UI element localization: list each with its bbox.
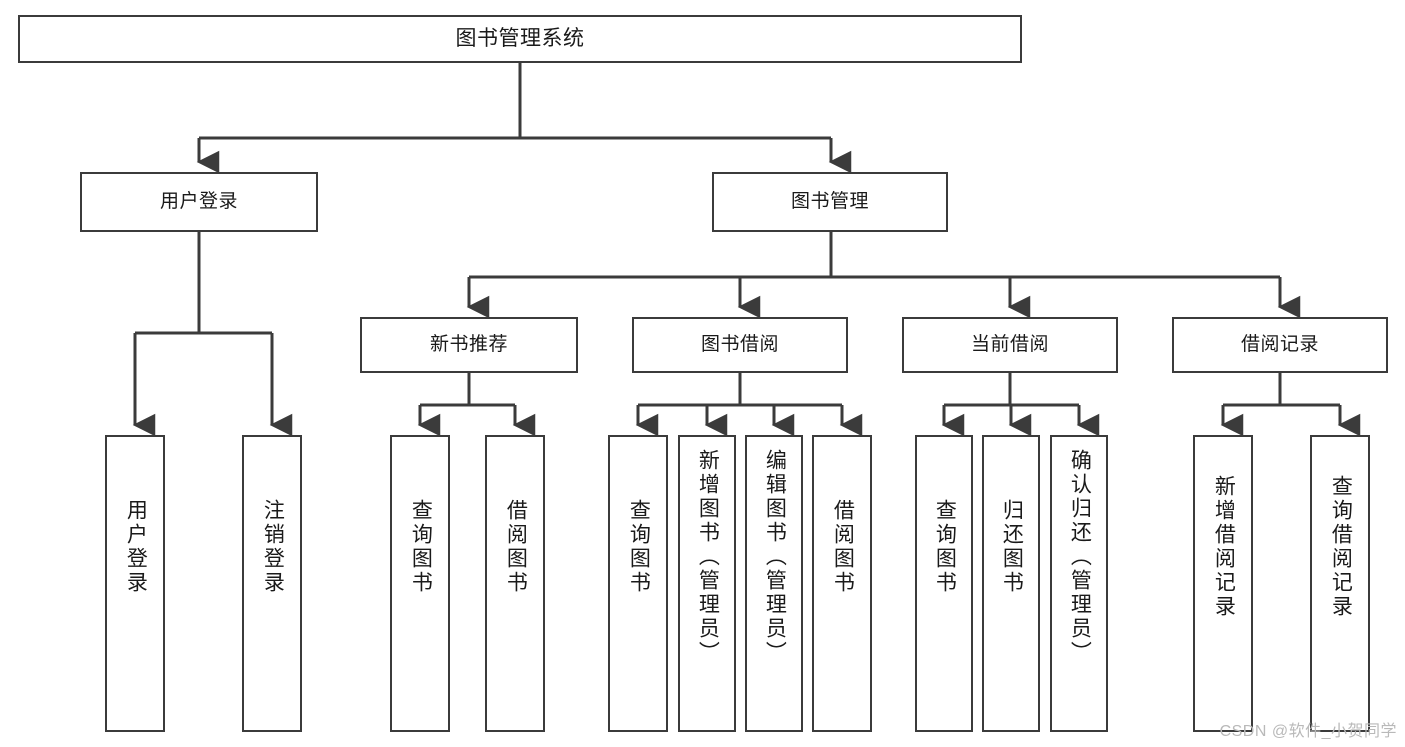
leaf-node-label: 新增借阅记录 (1212, 475, 1236, 619)
node-book-management[interactable]: 图书管理 (712, 172, 948, 232)
leaf-node[interactable]: 注销登录 (242, 435, 302, 732)
leaf-node-label: 新增图书（管理员） (696, 449, 720, 665)
leaf-node-label: 确认归还（管理员） (1068, 449, 1092, 665)
leaf-node[interactable]: 查询图书 (608, 435, 668, 732)
node-current-borrow[interactable]: 当前借阅 (902, 317, 1118, 373)
node-book-borrow-label: 图书借阅 (700, 334, 779, 356)
leaf-node[interactable]: 借阅图书 (485, 435, 545, 732)
node-new-book-recommend-label: 新书推荐 (429, 334, 508, 356)
csdn-watermark: CSDN @软件_小贺同学 (1219, 723, 1397, 740)
leaf-node-label: 注销登录 (261, 499, 285, 595)
leaf-node-label: 查询图书 (933, 499, 957, 595)
node-user-login[interactable]: 用户登录 (80, 172, 318, 232)
leaf-node[interactable]: 确认归还（管理员） (1050, 435, 1108, 732)
leaf-node[interactable]: 归还图书 (982, 435, 1040, 732)
leaf-node-label: 查询图书 (627, 499, 651, 595)
leaf-node-label: 归还图书 (1000, 499, 1024, 595)
leaf-node[interactable]: 借阅图书 (812, 435, 872, 732)
leaf-node[interactable]: 用户登录 (105, 435, 165, 732)
leaf-node[interactable]: 查询图书 (915, 435, 973, 732)
node-book-management-label: 图书管理 (790, 191, 869, 213)
node-borrow-record[interactable]: 借阅记录 (1172, 317, 1388, 373)
leaf-node-label: 用户登录 (124, 499, 148, 595)
node-new-book-recommend[interactable]: 新书推荐 (360, 317, 578, 373)
leaf-node[interactable]: 新增图书（管理员） (678, 435, 736, 732)
node-root[interactable]: 图书管理系统 (18, 15, 1022, 63)
node-root-label: 图书管理系统 (455, 27, 585, 51)
leaf-node-label: 借阅图书 (504, 499, 528, 595)
leaf-node-label: 查询借阅记录 (1329, 475, 1353, 619)
leaf-node[interactable]: 新增借阅记录 (1193, 435, 1253, 732)
leaf-node[interactable]: 查询借阅记录 (1310, 435, 1370, 732)
leaf-node[interactable]: 查询图书 (390, 435, 450, 732)
leaf-node-label: 查询图书 (409, 499, 433, 595)
leaf-node-label: 借阅图书 (831, 499, 855, 595)
node-book-borrow[interactable]: 图书借阅 (632, 317, 848, 373)
leaf-node[interactable]: 编辑图书（管理员） (745, 435, 803, 732)
node-user-login-label: 用户登录 (159, 191, 238, 213)
node-current-borrow-label: 当前借阅 (970, 334, 1049, 356)
leaf-node-label: 编辑图书（管理员） (763, 449, 787, 665)
node-borrow-record-label: 借阅记录 (1240, 334, 1319, 356)
